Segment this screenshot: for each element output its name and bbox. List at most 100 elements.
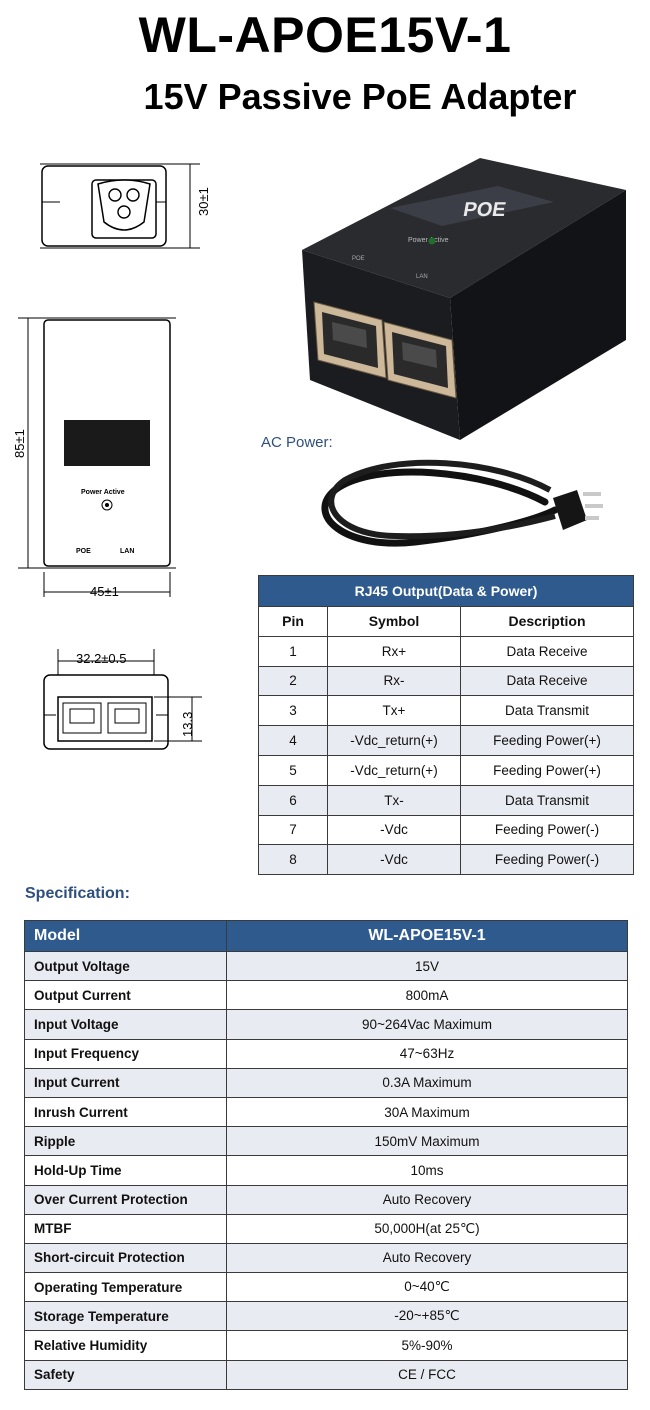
rj45-output-table: RJ45 Output(Data & Power) Pin Symbol Des… bbox=[258, 575, 634, 876]
rj45-col-pin: Pin bbox=[258, 606, 328, 637]
specification-heading: Specification: bbox=[25, 885, 130, 902]
spec-header-value: WL-APOE15V-1 bbox=[226, 920, 628, 952]
ac-power-label: AC Power: bbox=[261, 434, 333, 451]
rj45-pin: 4 bbox=[258, 725, 328, 756]
rj45-pin: 1 bbox=[258, 635, 328, 667]
rj45-description: Data Transmit bbox=[460, 784, 634, 816]
table-row: 4-Vdc_return(+)Feeding Power(+) bbox=[258, 725, 634, 756]
spec-key: MTBF bbox=[24, 1213, 227, 1244]
product-lan-label: LAN bbox=[416, 274, 428, 280]
rj45-pin: 8 bbox=[258, 844, 328, 876]
rj45-symbol: Rx- bbox=[327, 665, 461, 697]
port-width-dimension: 32.2±0.5 bbox=[76, 651, 127, 666]
spec-header-row: Model WL-APOE15V-1 bbox=[24, 920, 628, 952]
spec-value: 10ms bbox=[226, 1155, 628, 1186]
spec-key: Input Frequency bbox=[24, 1038, 227, 1069]
product-badge: POE bbox=[461, 199, 507, 221]
table-row: Storage Temperature-20~+85℃ bbox=[24, 1301, 628, 1332]
spec-value: 50,000H(at 25℃) bbox=[226, 1213, 628, 1244]
rj45-symbol: -Vdc bbox=[327, 814, 461, 846]
spec-key: Input Current bbox=[24, 1067, 227, 1098]
spec-key: Short-circuit Protection bbox=[24, 1242, 227, 1274]
spec-value: -20~+85℃ bbox=[226, 1301, 628, 1332]
spec-value: 90~264Vac Maximum bbox=[226, 1009, 628, 1040]
spec-value: 800mA bbox=[226, 980, 628, 1011]
rj45-description: Feeding Power(-) bbox=[460, 844, 634, 876]
rj45-col-description: Description bbox=[460, 606, 634, 637]
spec-key: Over Current Protection bbox=[24, 1184, 227, 1215]
product-status-text: Power Active bbox=[408, 237, 449, 244]
product-photo: POE Power Active POE LAN bbox=[302, 158, 626, 440]
rj45-pin: 6 bbox=[258, 784, 328, 816]
spec-value: 30A Maximum bbox=[226, 1096, 628, 1128]
spec-value: 150mV Maximum bbox=[226, 1126, 628, 1157]
spec-key: Ripple bbox=[24, 1126, 227, 1157]
rj45-symbol: -Vdc_return(+) bbox=[327, 754, 461, 786]
spec-header-key: Model bbox=[24, 920, 227, 952]
side-view-drawing: 30±1 bbox=[40, 163, 211, 249]
spec-key: Operating Temperature bbox=[24, 1272, 227, 1303]
rj45-pin: 5 bbox=[258, 754, 328, 786]
rj45-symbol: -Vdc_return(+) bbox=[327, 725, 461, 756]
spec-value: 5%-90% bbox=[226, 1330, 628, 1361]
rj45-symbol: Rx+ bbox=[327, 635, 461, 667]
rj45-table-title: RJ45 Output(Data & Power) bbox=[258, 575, 634, 607]
spec-key: Hold-Up Time bbox=[24, 1155, 227, 1186]
rj45-col-symbol: Symbol bbox=[327, 606, 461, 637]
rj45-description: Feeding Power(+) bbox=[460, 725, 634, 756]
spec-value: CE / FCC bbox=[226, 1359, 628, 1390]
spec-value: 0~40℃ bbox=[226, 1272, 628, 1303]
spec-key: Storage Temperature bbox=[24, 1301, 227, 1332]
spec-value: 0.3A Maximum bbox=[226, 1067, 628, 1098]
table-row: 5-Vdc_return(+)Feeding Power(+) bbox=[258, 754, 634, 786]
spec-key: Input Voltage bbox=[24, 1009, 227, 1040]
rj45-header-row: Pin Symbol Description bbox=[258, 606, 634, 637]
front-lan-label: LAN bbox=[120, 548, 134, 555]
spec-key: Relative Humidity bbox=[24, 1330, 227, 1361]
rj45-symbol: Tx- bbox=[327, 784, 461, 816]
spec-key: Output Voltage bbox=[24, 950, 227, 982]
spec-value: Auto Recovery bbox=[226, 1184, 628, 1215]
rj45-description: Feeding Power(+) bbox=[460, 754, 634, 786]
front-status-label: Power Active bbox=[81, 489, 125, 496]
spec-value: 15V bbox=[226, 950, 628, 982]
spec-key: Output Current bbox=[24, 980, 227, 1011]
product-poe-label: POE bbox=[352, 256, 365, 262]
port-view-drawing: 32.2±0.5 13.3 bbox=[43, 649, 202, 750]
width-dimension: 45±1 bbox=[90, 584, 119, 599]
rj45-pin: 7 bbox=[258, 814, 328, 846]
rj45-description: Data Transmit bbox=[460, 695, 634, 727]
front-poe-label: POE bbox=[76, 548, 91, 555]
port-height-dimension: 13.3 bbox=[180, 712, 195, 737]
side-dimension: 30±1 bbox=[196, 187, 211, 216]
rj45-symbol: Tx+ bbox=[327, 695, 461, 727]
rj45-description: Data Receive bbox=[460, 635, 634, 667]
rj45-pin: 3 bbox=[258, 695, 328, 727]
rj45-description: Feeding Power(-) bbox=[460, 814, 634, 846]
spec-value: 47~63Hz bbox=[226, 1038, 628, 1069]
rj45-pin: 2 bbox=[258, 665, 328, 697]
rj45-description: Data Receive bbox=[460, 665, 634, 697]
rj45-symbol: -Vdc bbox=[327, 844, 461, 876]
ac-power-cord bbox=[321, 459, 603, 547]
height-dimension: 85±1 bbox=[12, 429, 27, 458]
